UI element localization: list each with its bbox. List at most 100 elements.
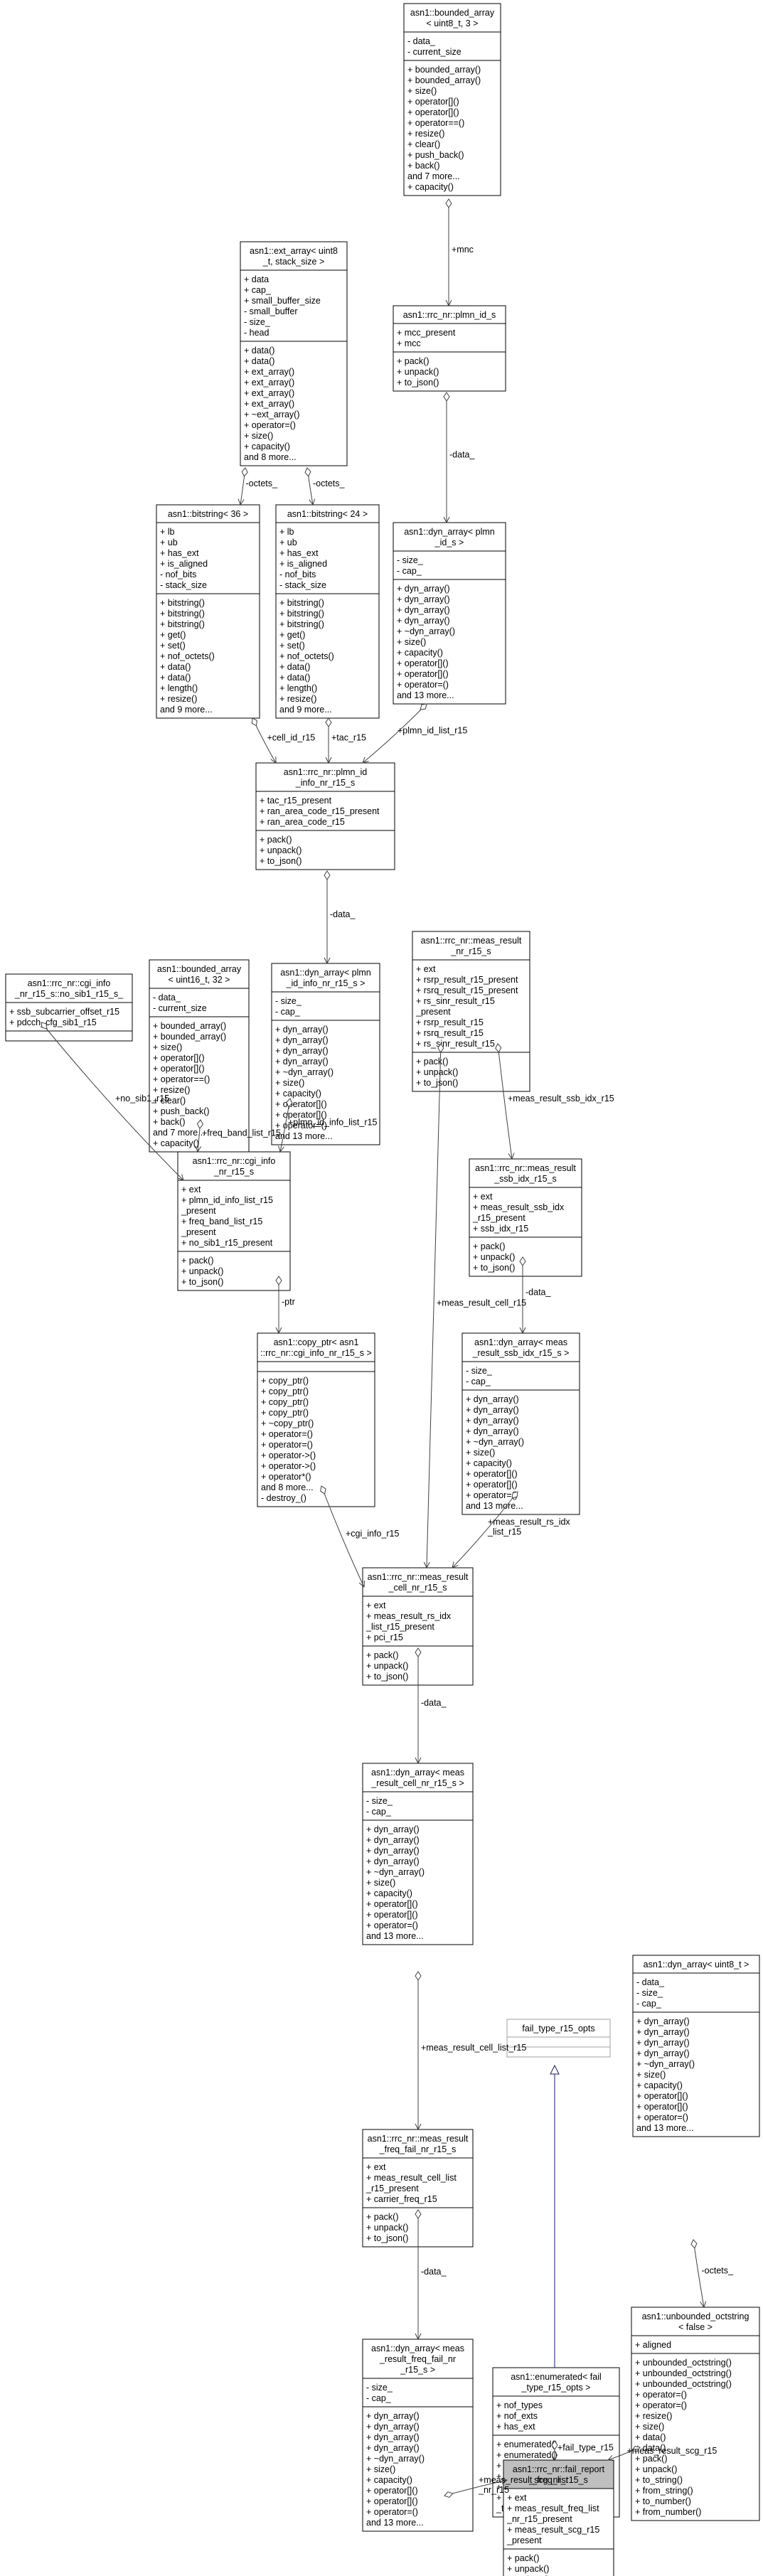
class-box-dyn-array-plmn-id[interactable]: asn1::dyn_array< plmn_id_s >- size_- cap… (393, 522, 506, 705)
relation-edge-5: +cell_id_r15 (251, 717, 315, 764)
class-box-no-sib1[interactable]: asn1::rrc_nr::cgi_info_nr_r15_s::no_sib1… (5, 973, 133, 1042)
class-method: + size() (366, 2464, 395, 2474)
class-method: + clear() (153, 1096, 186, 1106)
class-method: + set() (279, 641, 305, 651)
class-method: + push_back() (407, 150, 464, 160)
class-method: + unpack() (635, 2464, 677, 2474)
edge-label: +meas_result_rs_idx (488, 1517, 570, 1527)
class-attribute: - cap_ (397, 566, 422, 576)
edge-arrowhead (508, 1153, 515, 1160)
class-method: + capacity() (397, 648, 443, 658)
class-title-line: asn1::copy_ptr< asn1 (274, 1337, 359, 1347)
class-attribute: + meas_result_cell_list (366, 2173, 457, 2183)
class-box-dyn-array-uint8[interactable]: asn1::dyn_array< uint8_t >- data_- size_… (632, 1955, 760, 2137)
edge-diamond (196, 1119, 204, 1129)
class-box-meas-result-freq-fail[interactable]: asn1::rrc_nr::meas_result_freq_fail_nr_r… (362, 2129, 474, 2248)
edge-label: +meas_result_freq_list (479, 2475, 569, 2485)
class-title-line: _id_s > (434, 538, 464, 547)
class-box-bounded-array-uint16[interactable]: asn1::bounded_array< uint16_t, 32 >- dat… (149, 959, 250, 1153)
class-attribute: - size_ (366, 2383, 393, 2393)
class-attribute: _r15_present (472, 1213, 525, 1223)
class-title-line: _result_freq_fail_nr (379, 2354, 456, 2364)
class-method: + size() (635, 2422, 664, 2432)
class-method: + operator[]() (407, 97, 459, 107)
class-attribute: - size_ (366, 1796, 393, 1806)
class-title-line: asn1::rrc_nr::cgi_info (28, 978, 111, 988)
class-method: + data() (635, 2443, 666, 2453)
class-method: + from_string() (635, 2486, 693, 2496)
relation-edge-16: +cgi_info_r15 (320, 1485, 399, 1588)
class-method: + operator=() (366, 1920, 418, 1930)
class-attribute: - cap_ (275, 1007, 301, 1017)
class-method: + pack() (260, 835, 292, 845)
class-method: + operator*() (261, 1472, 311, 1482)
edge-diamond (241, 467, 248, 477)
class-title-line: _nr_r15_s::no_sib1_r15_s_ (14, 989, 124, 999)
class-method: + dyn_array() (366, 2422, 420, 2432)
relation-edge-19: +meas_result_cell_list_r15 (415, 1971, 526, 2131)
class-attribute: _nr_r15_present (506, 2514, 572, 2524)
edge-diamond (286, 1098, 293, 1108)
class-box-dyn-array-freq-fail[interactable]: asn1::dyn_array< meas_result_freq_fail_n… (362, 2339, 474, 2532)
class-box-cgi-info[interactable]: asn1::rrc_nr::cgi_info_nr_r15_s+ ext+ pl… (177, 1151, 291, 1291)
class-box-frame (362, 1763, 474, 1945)
class-attribute: + meas_result_ssb_idx (473, 1202, 565, 1212)
class-method: + operator=() (261, 1440, 313, 1450)
class-attribute: + ext (181, 1185, 201, 1195)
class-title-line: _cell_nr_r15_s (388, 1583, 447, 1593)
class-box-unbounded-octstring[interactable]: asn1::unbounded_octstring< false >+ alig… (631, 2307, 760, 2521)
class-method: + to_json() (507, 2575, 549, 2576)
class-method: + unpack() (507, 2564, 549, 2574)
class-box-header (149, 960, 249, 988)
class-title-line: < uint16_t, 32 > (169, 975, 230, 985)
class-attribute: - size_ (275, 996, 302, 1006)
class-method: + dyn_array() (366, 2443, 420, 2453)
class-method: + pack() (635, 2454, 668, 2464)
class-box-meas-result-cell[interactable]: asn1::rrc_nr::meas_result_cell_nr_r15_s+… (362, 1567, 474, 1686)
class-box-bitstring-36[interactable]: asn1::bitstring< 36 >+ lb+ ub+ has_ext+ … (156, 504, 260, 719)
class-method: + to_json() (366, 1672, 408, 1682)
edge-inherit-triangle (550, 2064, 560, 2075)
class-box-meas-result-nr[interactable]: asn1::rrc_nr::meas_result_nr_r15_s+ ext+… (412, 931, 530, 1092)
class-box-dyn-array-plmn-id-info[interactable]: asn1::dyn_array< plmn_id_info_nr_r15_s >… (271, 963, 380, 1145)
class-box-meas-result-ssb-idx[interactable]: asn1::rrc_nr::meas_result_ssb_idx_r15_s+… (469, 1158, 582, 1277)
edge-line (426, 1043, 442, 1568)
class-method: + unpack() (366, 2223, 408, 2233)
class-box-header (393, 306, 506, 324)
class-method: + from_number() (635, 2507, 701, 2517)
class-box-fail-report-scg[interactable]: asn1::rrc_nr::fail_report_scg_nr_r15_s+ … (503, 2459, 614, 2576)
class-box-plmn-id-info[interactable]: asn1::rrc_nr::plmn_id_info_nr_r15_s+ tac… (255, 762, 395, 870)
class-method: + bitstring() (160, 598, 205, 608)
edge-diamond (325, 717, 332, 727)
class-method: + bounded_array() (407, 75, 481, 85)
class-title-line: asn1::dyn_array< uint8_t > (644, 1960, 749, 1970)
class-method: - destroy_() (261, 1493, 306, 1503)
class-box-fail-type-opts[interactable]: fail_type_r15_opts (506, 2019, 611, 2058)
class-box-copy-ptr[interactable]: asn1::copy_ptr< asn1::rrc_nr::cgi_info_n… (257, 1332, 375, 1507)
class-box-header (257, 1333, 375, 1362)
class-box-plmn-id-s[interactable]: asn1::rrc_nr::plmn_id_s+ mcc_present+ mc… (393, 305, 506, 392)
class-attribute: + ext (366, 1600, 386, 1610)
class-box-ext-array-uint8[interactable]: asn1::ext_array< uint8_t, stack_size >+ … (240, 241, 348, 466)
class-method: + bitstring() (279, 619, 324, 629)
class-box-bounded-array-uint8[interactable]: asn1::bounded_array< uint8_t, 3 >- data_… (403, 3, 501, 196)
class-attribute: - current_size (153, 1003, 207, 1013)
class-method: and 13 more... (275, 1131, 333, 1141)
class-method: + clear() (407, 139, 440, 149)
class-box-dyn-array-ssb-idx[interactable]: asn1::dyn_array< meas_result_ssb_idx_r15… (461, 1332, 580, 1515)
class-attribute: + pdcch_cfg_sib1_r15 (9, 1017, 97, 1027)
class-attribute: + ran_area_code_r15_present (260, 806, 380, 816)
edge-diamond (415, 2209, 422, 2219)
class-box-dyn-array-cell[interactable]: asn1::dyn_array< meas_result_cell_nr_r15… (362, 1763, 474, 1945)
class-method: and 7 more... (407, 171, 460, 181)
class-method: + operator[]() (153, 1064, 205, 1074)
class-attribute: + has_ext (496, 2422, 535, 2432)
class-attribute: + ssb_subcarrier_offset_r15 (9, 1007, 119, 1017)
class-box-bitstring-24[interactable]: asn1::bitstring< 24 >+ lb+ ub+ has_ext+ … (275, 504, 380, 719)
class-method: + unpack() (473, 1252, 515, 1262)
class-attribute: + mcc_present (397, 328, 456, 338)
class-attribute: + nof_exts (496, 2411, 538, 2421)
class-box-frame (240, 241, 348, 466)
edge-arrowhead (275, 1327, 282, 1335)
class-method: + data() (244, 356, 274, 366)
